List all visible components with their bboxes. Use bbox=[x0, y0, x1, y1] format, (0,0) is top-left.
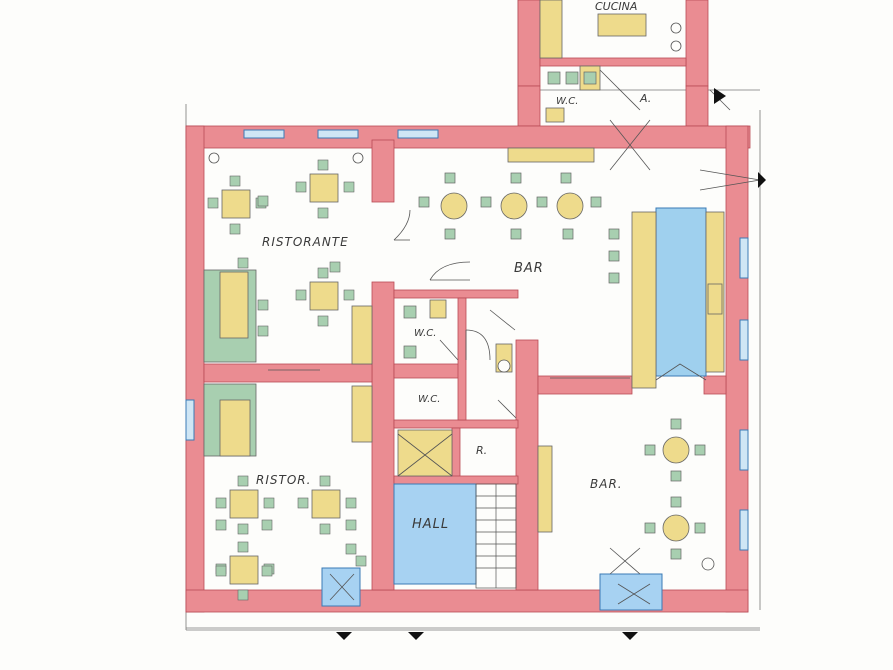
chair bbox=[261, 519, 273, 531]
chair bbox=[343, 181, 355, 193]
stool bbox=[418, 196, 430, 208]
stool bbox=[670, 470, 682, 482]
chair bbox=[329, 261, 341, 273]
chair bbox=[295, 289, 307, 301]
chair bbox=[237, 257, 249, 269]
chair bbox=[229, 175, 241, 187]
stool bbox=[694, 522, 706, 534]
fixture bbox=[583, 71, 597, 85]
fixture bbox=[403, 345, 417, 359]
stool bbox=[560, 172, 572, 184]
chair bbox=[237, 589, 249, 601]
chair bbox=[317, 267, 329, 279]
stool bbox=[444, 172, 456, 184]
fixture bbox=[547, 71, 561, 85]
label-restaurant-1: RISTORANTE bbox=[262, 235, 349, 249]
chair bbox=[237, 475, 249, 487]
stool bbox=[562, 228, 574, 240]
fixtures bbox=[208, 22, 715, 571]
chair bbox=[257, 325, 269, 337]
stool bbox=[444, 228, 456, 240]
label-hall: HALL bbox=[412, 517, 449, 532]
square-table bbox=[229, 489, 259, 519]
stool bbox=[536, 196, 548, 208]
chair bbox=[345, 497, 357, 509]
room-labels: CUCINA W.C. A. RISTORANTE RISTOR. BAR BA… bbox=[256, 0, 651, 532]
bar-stools bbox=[403, 71, 706, 560]
chairs bbox=[207, 159, 367, 601]
square-table bbox=[309, 281, 339, 311]
label-restaurant-2: RISTOR. bbox=[256, 473, 311, 487]
square-table bbox=[309, 173, 339, 203]
label-wc-lower: W.C. bbox=[418, 394, 440, 405]
label-wc-top: W.C. bbox=[556, 96, 578, 107]
label-bar-second: BAR. bbox=[590, 477, 623, 491]
round-tables bbox=[440, 192, 690, 542]
chair bbox=[295, 181, 307, 193]
stool bbox=[670, 548, 682, 560]
chair bbox=[345, 519, 357, 531]
label-antibagno: A. bbox=[639, 92, 651, 105]
label-storage: R. bbox=[476, 444, 487, 457]
stool bbox=[510, 228, 522, 240]
stool bbox=[608, 272, 620, 284]
stool bbox=[670, 496, 682, 508]
chair bbox=[207, 197, 219, 209]
stool bbox=[670, 418, 682, 430]
round-table bbox=[662, 514, 690, 542]
dining-tables bbox=[221, 173, 341, 585]
doors bbox=[268, 69, 761, 605]
round-table bbox=[662, 436, 690, 464]
chair bbox=[229, 223, 241, 235]
chair bbox=[317, 315, 329, 327]
chair bbox=[257, 195, 269, 207]
chair bbox=[319, 475, 331, 487]
stool bbox=[590, 196, 602, 208]
chair bbox=[317, 207, 329, 219]
fixture bbox=[403, 305, 417, 319]
chair bbox=[263, 497, 275, 509]
chair bbox=[215, 497, 227, 509]
label-kitchen: CUCINA bbox=[595, 0, 637, 13]
bar-back-zone bbox=[655, 207, 707, 377]
round-table bbox=[556, 192, 584, 220]
square-table bbox=[229, 555, 259, 585]
stool bbox=[644, 444, 656, 456]
chair bbox=[237, 523, 249, 535]
round-table bbox=[440, 192, 468, 220]
fixture bbox=[565, 71, 579, 85]
chair bbox=[215, 565, 227, 577]
stool bbox=[694, 444, 706, 456]
chair bbox=[319, 523, 331, 535]
stool bbox=[608, 250, 620, 262]
hall-zone bbox=[393, 483, 477, 585]
stool bbox=[510, 172, 522, 184]
chair bbox=[345, 543, 357, 555]
label-bar-main: BAR bbox=[514, 261, 544, 276]
stool bbox=[608, 228, 620, 240]
label-wc-upper: W.C. bbox=[414, 328, 436, 339]
stool bbox=[480, 196, 492, 208]
chair bbox=[297, 497, 309, 509]
entry-markers bbox=[336, 88, 766, 640]
stool bbox=[644, 522, 656, 534]
chair bbox=[237, 541, 249, 553]
windows bbox=[185, 129, 749, 551]
chair bbox=[261, 565, 273, 577]
chair bbox=[355, 555, 367, 567]
square-table bbox=[311, 489, 341, 519]
chair bbox=[343, 289, 355, 301]
chair bbox=[257, 299, 269, 311]
square-table bbox=[221, 189, 251, 219]
chair bbox=[317, 159, 329, 171]
stairs bbox=[475, 483, 517, 589]
round-table bbox=[500, 192, 528, 220]
chair bbox=[215, 519, 227, 531]
